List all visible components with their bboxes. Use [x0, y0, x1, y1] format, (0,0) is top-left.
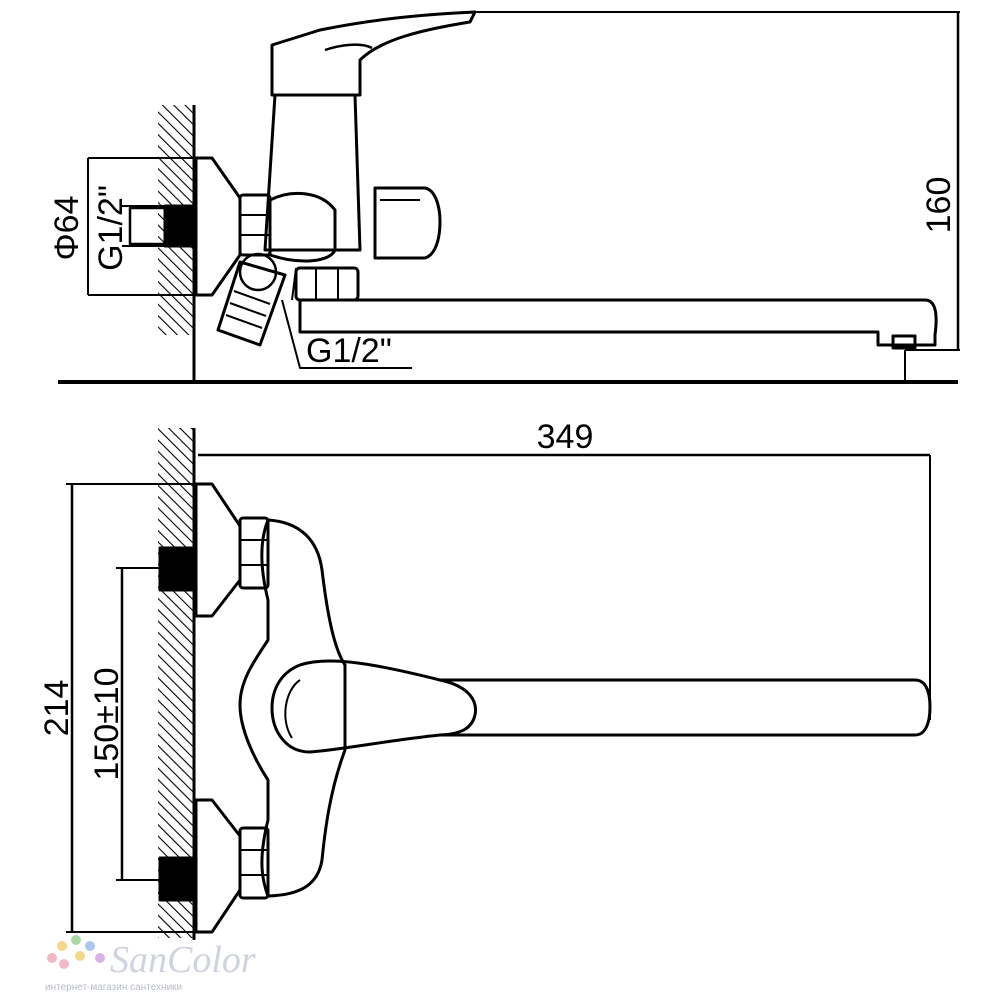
wall-flange: [194, 156, 242, 297]
lever-top: [270, 659, 477, 754]
dim-inlet-thread-label: G1/2": [92, 185, 130, 271]
dim-spacing-label: 150±10: [88, 667, 126, 780]
upper-flange: [194, 482, 242, 618]
dim-height-label: 160: [920, 177, 958, 234]
watermark: SanColor интернет-магазин сантехники: [45, 935, 256, 993]
mixer-body-top: [238, 518, 347, 898]
outlet-thread-leader: [281, 299, 412, 369]
lower-flange: [194, 798, 242, 934]
spout-top: [440, 678, 932, 737]
watermark-dot: [85, 941, 95, 951]
eccentric-lower: [158, 856, 196, 902]
dim-overall-width-label: 214: [38, 680, 76, 737]
dim-outlet-thread-label: G1/2": [306, 332, 392, 370]
aerator: [891, 334, 917, 350]
side-view: [58, 10, 960, 384]
watermark-brand: SanColor: [110, 939, 256, 981]
wall-hatch-bottom: [158, 428, 194, 938]
watermark-dot: [47, 953, 57, 963]
spout-nut: [294, 266, 360, 302]
watermark-dot: [95, 953, 105, 963]
side-lever: [270, 10, 477, 97]
dim-flange-diameter-label: Φ64: [48, 196, 86, 261]
eccentric-upper: [158, 546, 196, 592]
hose-outlet: [216, 260, 287, 347]
dim-length-label: 349: [537, 418, 594, 456]
watermark-tagline: интернет-магазин сантехники: [45, 982, 182, 993]
watermark-dot: [59, 959, 69, 969]
top-view: [66, 428, 932, 940]
watermark-dots: [47, 935, 105, 969]
watermark-dot: [75, 951, 85, 961]
eccentric-pipe: [163, 204, 197, 248]
watermark-dot: [71, 935, 81, 945]
spout: [298, 298, 938, 347]
diverter-housing: [373, 186, 442, 260]
watermark-dot: [57, 941, 67, 951]
